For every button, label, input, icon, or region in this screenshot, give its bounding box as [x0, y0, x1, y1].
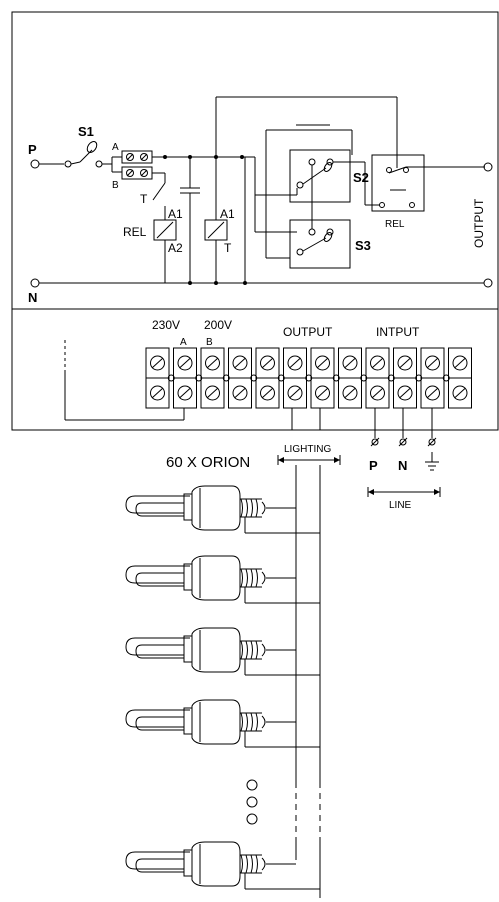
label-s3: S3 — [355, 238, 371, 253]
label-terminal-output: OUTPUT — [283, 325, 333, 339]
label-230v: 230V — [152, 318, 180, 332]
label-line: LINE — [389, 500, 412, 511]
terminal-block — [448, 347, 472, 409]
terminal-block — [200, 347, 230, 409]
label-lamp-count: 60 X ORION — [166, 454, 250, 471]
continuation-dot — [246, 779, 258, 791]
terminal-block — [310, 347, 340, 409]
label-rel-right: REL — [385, 219, 405, 230]
terminal-screw-icon — [150, 385, 165, 401]
label-terminal-b: B — [206, 337, 213, 348]
terminal-screw-icon — [315, 355, 330, 371]
label-timer-t: T — [140, 192, 148, 206]
terminal-block — [283, 347, 313, 409]
label-coil-a1: A1 — [168, 207, 183, 221]
terminal-screw-icon — [452, 355, 468, 371]
terminal-screw-icon — [370, 355, 385, 371]
terminal-screw-icon — [425, 355, 440, 371]
label-s1: S1 — [78, 124, 94, 139]
terminal-block — [420, 347, 450, 409]
terminal-screw-icon — [232, 355, 248, 371]
continuation-dot — [246, 813, 258, 825]
cfl-lamp-icon — [125, 485, 320, 534]
lamp-list — [125, 485, 320, 890]
terminal-screw-icon — [232, 385, 248, 401]
label-input-p: P — [369, 458, 378, 473]
terminal-block — [255, 347, 285, 409]
terminal-screw-icon — [287, 385, 303, 401]
terminal-strip — [145, 347, 472, 409]
circuit-schematic — [30, 96, 493, 288]
terminal-wires — [64, 340, 185, 421]
label-coil-a2: A2 — [168, 241, 183, 255]
label-rel: REL — [123, 225, 147, 239]
terminal-screw-icon — [205, 355, 220, 371]
label-terminal-input: INTPUT — [376, 325, 420, 339]
cfl-lamp-icon — [125, 841, 320, 890]
circuit-labels: P S1 A B T A1 REL A2 A1 T S2 S3 REL OUTP… — [28, 124, 486, 305]
cfl-lamp-icon — [125, 555, 320, 604]
terminal-labels: 230V 200V A B OUTPUT INTPUT — [152, 318, 420, 348]
terminal-screw-icon — [370, 385, 385, 401]
terminal-screw-icon — [315, 385, 330, 401]
terminal-screw-icon — [205, 385, 220, 401]
terminal-screw-icon — [177, 355, 193, 371]
continuation-dot — [246, 796, 258, 808]
label-phase: P — [28, 142, 37, 157]
terminal-screw-icon — [150, 355, 165, 371]
terminal-block — [365, 347, 395, 409]
label-neutral: N — [28, 290, 37, 305]
cfl-lamp-icon — [125, 699, 320, 748]
lamp-section: 60 X ORION LIGHTING P N — [166, 408, 441, 898]
terminal-block — [338, 347, 368, 409]
frame — [11, 11, 499, 431]
terminal-screw-icon — [425, 385, 440, 401]
label-200v: 200V — [204, 318, 232, 332]
label-tap-a: A — [112, 142, 119, 153]
terminal-screw-icon — [260, 355, 275, 371]
terminal-block — [228, 347, 258, 409]
terminal-screw-icon — [397, 355, 413, 371]
label-input-n: N — [398, 458, 407, 473]
terminal-screw-icon — [397, 385, 413, 401]
cfl-lamp-icon — [125, 627, 320, 676]
label-output-vertical: OUTPUT — [472, 198, 486, 248]
label-terminal-a: A — [180, 337, 187, 348]
terminal-screw-icon — [342, 385, 358, 401]
label-s2: S2 — [353, 170, 369, 185]
label-timer-coil-a1: A1 — [220, 207, 235, 221]
label-tap-b: B — [112, 180, 119, 191]
terminal-block — [173, 347, 203, 409]
label-timer-coil-t: T — [224, 241, 232, 255]
terminal-screw-icon — [452, 385, 468, 401]
terminal-screw-icon — [260, 385, 275, 401]
label-lighting: LIGHTING — [284, 444, 331, 455]
terminal-screw-icon — [177, 385, 193, 401]
terminal-block — [145, 347, 175, 409]
terminal-block — [393, 347, 423, 409]
terminal-screw-icon — [287, 355, 303, 371]
terminal-screw-icon — [342, 355, 358, 371]
